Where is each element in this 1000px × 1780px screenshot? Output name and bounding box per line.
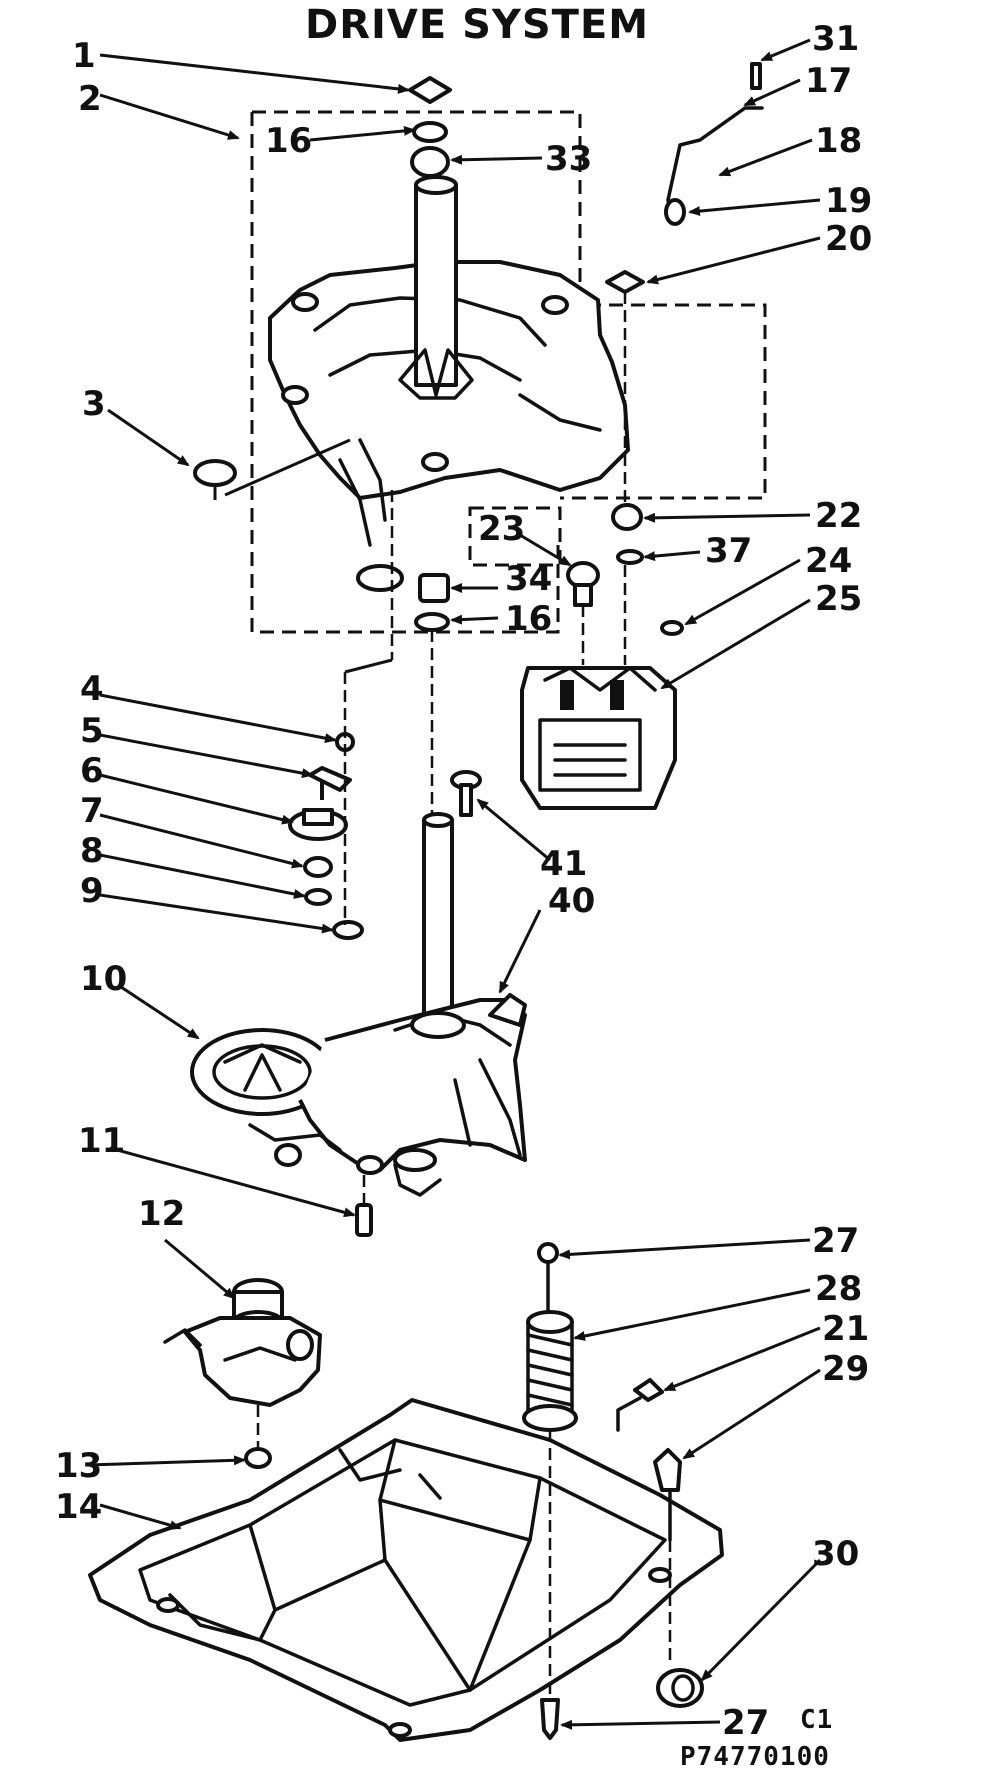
- callout-27-top: 27: [812, 1221, 859, 1261]
- callout-19: 19: [825, 181, 872, 221]
- callout-40: 40: [548, 881, 595, 921]
- linkage-parts-left: [288, 490, 394, 940]
- callout-13: 13: [55, 1446, 102, 1486]
- callout-27-bottom: 27: [722, 1703, 769, 1743]
- motor-25: [520, 666, 677, 810]
- clip-21: [616, 1378, 664, 1432]
- spring-28: [522, 1242, 578, 1740]
- bolt-3: [193, 438, 351, 500]
- transmission-assembly-outline: [250, 110, 767, 634]
- callout-9: 9: [80, 871, 104, 911]
- callout-5: 5: [80, 711, 104, 751]
- callout-2: 2: [78, 79, 102, 119]
- callout-37: 37: [705, 531, 752, 571]
- callout-14: 14: [55, 1487, 102, 1527]
- bolt-13: [244, 1447, 272, 1469]
- callout-3: 3: [82, 384, 106, 424]
- callout-10: 10: [80, 959, 127, 999]
- callout-7: 7: [80, 791, 104, 831]
- callout-12: 12: [138, 1194, 185, 1234]
- callout-16-bottom: 16: [505, 599, 552, 639]
- pump-12: [163, 1278, 322, 1448]
- callout-41: 41: [540, 844, 587, 884]
- callout-labels: 1 2 3 4 5 6 7 8 9 10 11 12 13 14 16 16 1…: [55, 19, 872, 1743]
- callout-6: 6: [80, 751, 104, 791]
- callout-22: 22: [815, 496, 862, 536]
- callout-30: 30: [812, 1534, 859, 1574]
- callout-24: 24: [805, 541, 852, 581]
- base-frame-14: [88, 1398, 724, 1742]
- callout-1: 1: [72, 36, 96, 76]
- lever-rod: [605, 62, 764, 510]
- lower-gearcase-10: [190, 812, 527, 1197]
- callout-11: 11: [78, 1121, 125, 1161]
- bushings-right: [566, 503, 684, 665]
- callout-16-top: 16: [265, 121, 312, 161]
- screw-41: [450, 770, 482, 817]
- callout-34: 34: [505, 559, 552, 599]
- leader-lines: [87, 38, 822, 1730]
- callout-33: 33: [545, 139, 592, 179]
- agitator-shaft-upper: [398, 76, 474, 400]
- callout-28: 28: [815, 1269, 862, 1309]
- callout-8: 8: [80, 831, 104, 871]
- part-number: P74770100: [680, 1742, 830, 1772]
- callout-18: 18: [815, 121, 862, 161]
- diagram-title: DRIVE SYSTEM: [305, 2, 649, 48]
- drawing-code: C1: [800, 1705, 833, 1735]
- callout-23: 23: [478, 509, 525, 549]
- callout-25: 25: [815, 579, 862, 619]
- callout-29: 29: [822, 1349, 869, 1389]
- leg-29-30: [653, 1448, 704, 1708]
- bushings-center: [414, 573, 450, 820]
- callout-4: 4: [80, 669, 104, 709]
- screw-11: [355, 1175, 373, 1237]
- callout-21: 21: [822, 1309, 869, 1349]
- callout-17: 17: [805, 61, 852, 101]
- callout-20: 20: [825, 219, 872, 259]
- callout-31: 31: [812, 19, 859, 59]
